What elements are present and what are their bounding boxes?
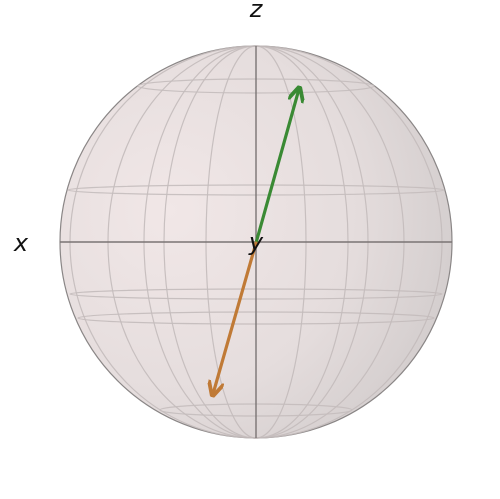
y-axis-label: y [248, 228, 264, 256]
green-vector [254, 89, 299, 245]
x-axis-label: x [13, 229, 29, 257]
z-axis-label: z [249, 0, 264, 23]
orange-vector [213, 241, 258, 394]
